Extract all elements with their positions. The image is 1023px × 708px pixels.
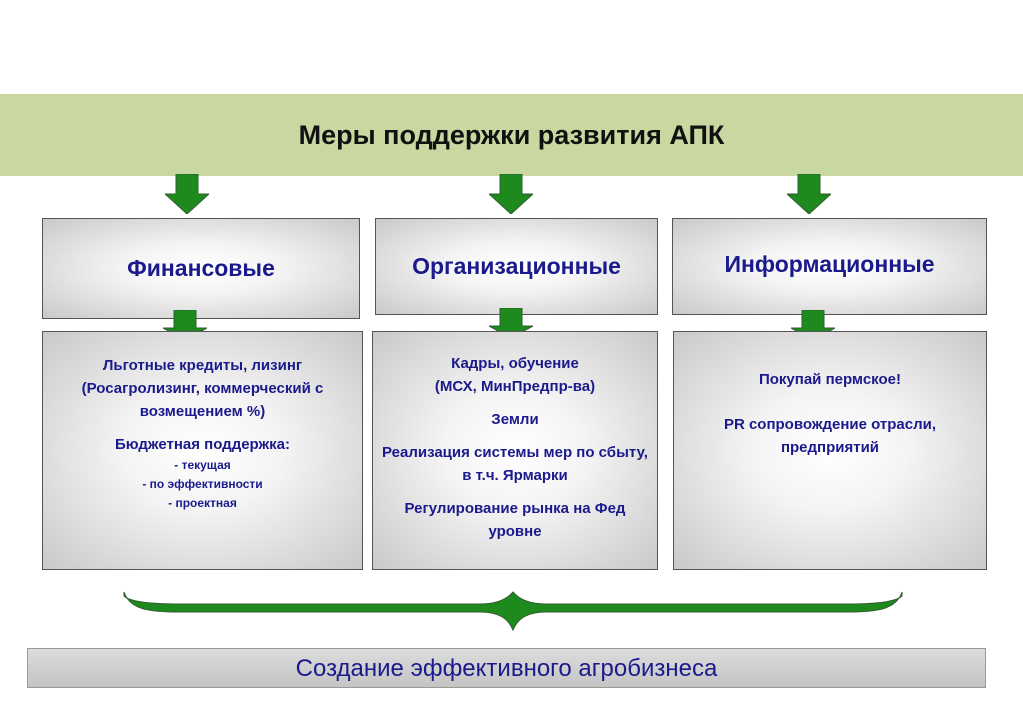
detail-line: Реализация системы мер по сбыту, в т.ч. … xyxy=(382,444,648,484)
details-informational: Покупай пермское! PR сопровождение отрас… xyxy=(673,331,987,570)
detail-line: Кадры, обучение xyxy=(451,355,579,372)
result-label: Создание эффективного агробизнеса xyxy=(295,655,718,682)
detail-line: Земли xyxy=(491,411,539,428)
down-arrow-icon xyxy=(489,174,533,214)
details-organizational: Кадры, обучение (МСХ, МинПредпр-ва) Земл… xyxy=(372,331,658,570)
budget-support: Бюджетная поддержка: - текущая - по эффе… xyxy=(53,433,352,513)
down-arrow-icon xyxy=(165,174,209,214)
category-label: Информационные xyxy=(724,251,935,277)
budget-item: - проектная xyxy=(168,496,237,510)
detail-line: (МСХ, МинПредпр-ва) xyxy=(434,378,596,395)
detail-line: PR сопровождение отрасли, предприятий xyxy=(723,416,937,456)
header-banner: Меры поддержки развития АПК xyxy=(0,94,1023,176)
budget-item: - текущая xyxy=(174,458,231,472)
category-organizational: Организационные xyxy=(375,218,658,315)
budget-title: Бюджетная поддержка: xyxy=(114,436,291,453)
result-bar: Создание эффективного агробизнеса xyxy=(27,648,986,688)
detail-line: (Росагролизинг, коммерческий с возмещени… xyxy=(81,380,324,420)
detail-line: Покупай пермское! xyxy=(758,371,901,388)
category-label: Организационные xyxy=(412,253,621,279)
detail-line: Регулирование рынка на Фед уровне xyxy=(404,500,626,540)
category-informational: Информационные xyxy=(672,218,987,315)
diagram-title: Меры поддержки развития АПК xyxy=(298,120,725,150)
details-financial: Льготные кредиты, лизинг (Росагролизинг,… xyxy=(42,331,363,570)
category-financial: Финансовые xyxy=(42,218,360,319)
down-arrow-icon xyxy=(787,174,831,214)
brace-shape xyxy=(123,591,903,632)
category-label: Финансовые xyxy=(127,255,275,281)
budget-item: - по эффективности xyxy=(142,477,263,491)
detail-line: Льготные кредиты, лизинг xyxy=(102,357,303,374)
